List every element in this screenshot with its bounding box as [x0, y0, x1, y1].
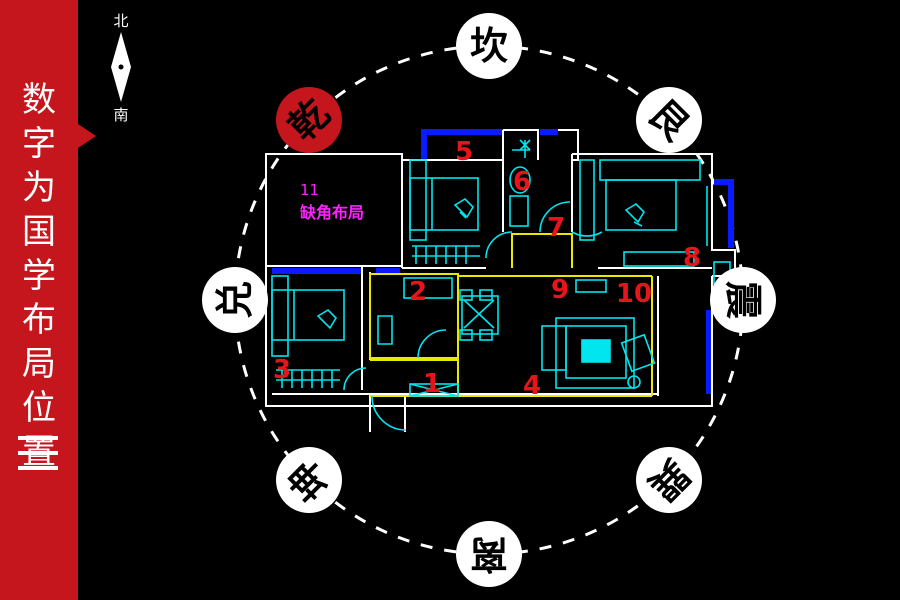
- title-char: 国: [22, 212, 56, 252]
- title-char: 学: [22, 256, 56, 296]
- room-number-7: 7: [547, 213, 565, 243]
- room-number-1: 1: [423, 369, 441, 399]
- white-walls: [265, 129, 736, 432]
- bagua-qian: 乾: [276, 87, 342, 153]
- room-number-4: 4: [523, 371, 541, 401]
- cyan-furniture: [271, 139, 731, 431]
- bagua-kun: 坤: [276, 447, 342, 513]
- room-number-6: 6: [513, 167, 531, 197]
- sidebar-title: 数 字 为 国 学 布 局 位 置: [0, 78, 78, 474]
- title-char: 为: [22, 168, 56, 208]
- bagua-dui: 兑: [202, 267, 268, 333]
- rug: [555, 317, 635, 389]
- compass: 北 南: [111, 12, 131, 124]
- missing-corner-number: 11: [300, 181, 319, 199]
- bagua-kan: 坎: [456, 13, 522, 79]
- room-number-10: 10: [616, 279, 652, 309]
- bagua-label-zhen: 震: [721, 281, 765, 320]
- missing-corner-label: 缺角布局: [300, 203, 364, 222]
- bagua-gen: 艮: [636, 87, 702, 153]
- yellow-lines: [369, 233, 653, 397]
- blue-walls: [272, 129, 734, 394]
- bed: [605, 179, 677, 231]
- bagua-zhen: 震: [710, 267, 776, 333]
- room-number-8: 8: [683, 243, 701, 273]
- room-number-5: 5: [455, 137, 473, 167]
- room-number-2: 2: [409, 277, 427, 307]
- bagua-label-dui: 兑: [213, 281, 257, 319]
- title-char: 字: [22, 124, 56, 164]
- sidebar-banner: 数 字 为 国 学 布 局 位 置: [0, 0, 78, 600]
- bagua-label-kan: 坎: [470, 24, 508, 68]
- room-number-9: 9: [551, 275, 569, 305]
- bagua-label-li: 离: [470, 532, 508, 576]
- title-char: 位: [22, 388, 56, 428]
- room-number-3: 3: [273, 355, 291, 385]
- compass-south-label: 南: [113, 106, 128, 124]
- title-char: 布: [22, 300, 56, 340]
- compass-north-label: 北: [113, 12, 128, 30]
- floor-plan: 11 缺角布局 1 2 3 4 5 6 7 8 9 10: [265, 129, 736, 432]
- menu-icon[interactable]: [18, 436, 58, 470]
- bagua-li: 离: [456, 521, 522, 587]
- title-char: 数: [22, 80, 56, 120]
- banner-pointer-arrow: [78, 124, 96, 148]
- bagua-xun: 巽: [636, 447, 702, 513]
- bed: [409, 177, 479, 231]
- title-char: 局: [22, 344, 56, 384]
